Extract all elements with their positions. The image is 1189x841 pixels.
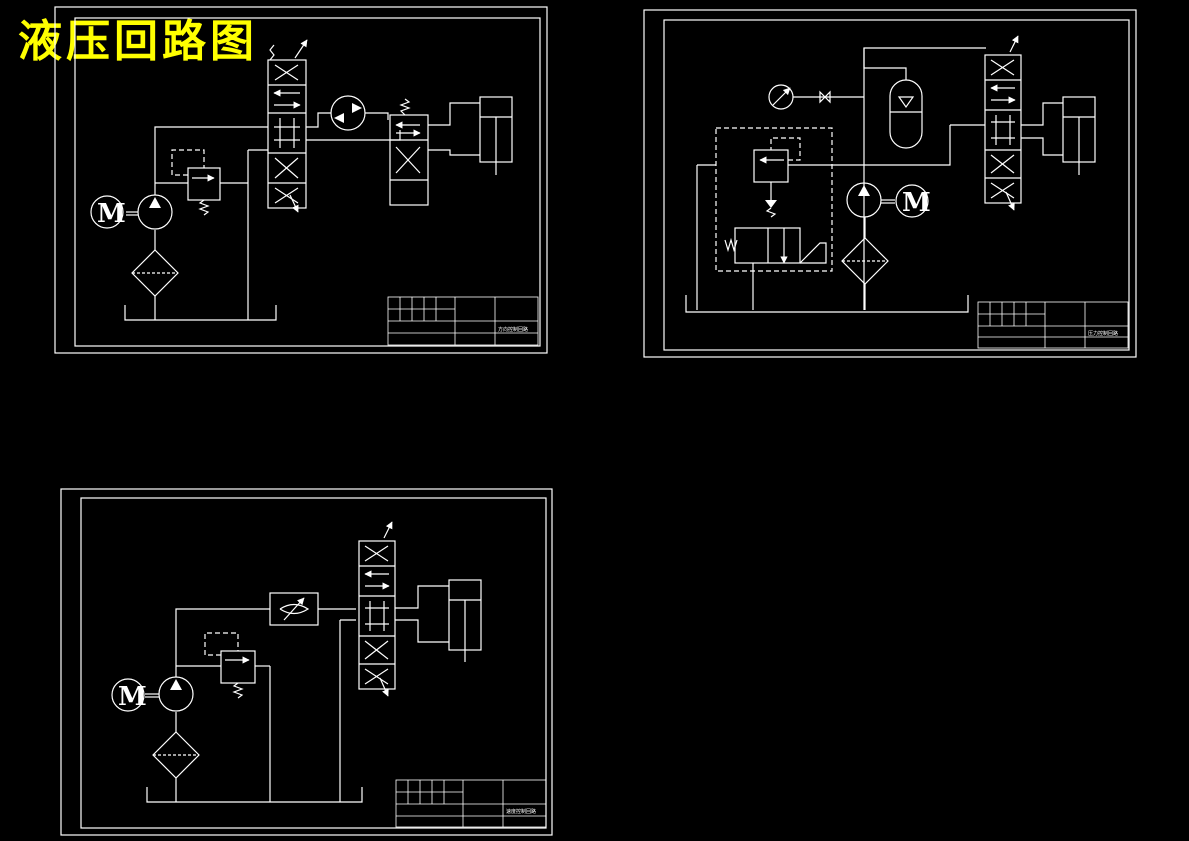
filter-icon: [152, 712, 200, 802]
hydraulic-motor-icon: [306, 95, 389, 131]
motor-icon: M: [111, 678, 147, 712]
tank-icon: [124, 305, 277, 321]
motor-icon: M: [895, 184, 931, 218]
sheet-3: M: [60, 488, 553, 836]
sheet-3-title-block: 速度控制回路: [395, 779, 547, 828]
sheet-2: M: [643, 9, 1137, 358]
relief-valve-icon: [204, 632, 270, 699]
sheet-1-outer-border: [54, 6, 548, 354]
sheet-2-drawing-name: 压力控制回路: [1088, 330, 1118, 337]
accumulator-icon: [863, 47, 986, 149]
page-title: 液压回路图: [18, 16, 258, 67]
unloading-valve-group: [715, 127, 833, 272]
sheet-1-title-block: 方向控制回路: [387, 296, 539, 346]
sheet-1-inner-border: [74, 17, 541, 347]
directional-valve-icon: [358, 521, 396, 697]
check-valve-icon: [724, 227, 827, 310]
pressure-gauge-icon: [768, 84, 864, 110]
sheet-3-outer-border: [60, 488, 553, 836]
motor-icon: M: [90, 195, 126, 229]
sheet-2-title-block: 压力控制回路: [977, 301, 1129, 349]
filter-icon: [131, 230, 179, 320]
sheet-1-drawing-name: 方向控制回路: [498, 326, 528, 333]
pump-icon: [126, 194, 173, 230]
sheet-2-inner-border: [663, 19, 1130, 351]
directional-valve-icon: [984, 35, 1022, 211]
directional-valve-icon: [267, 39, 308, 213]
relief-valve-icon: [753, 137, 864, 218]
svg-text:M: M: [97, 199, 126, 229]
pump-icon: [145, 676, 194, 712]
sheet-3-inner-border: [80, 497, 547, 829]
tank-icon: [146, 787, 363, 803]
cylinder-icon: [1021, 96, 1096, 175]
pump-icon: [846, 182, 895, 218]
throttle-valve-icon: [269, 592, 319, 626]
filter-icon: [841, 217, 889, 310]
sheet-2-outer-border: [643, 9, 1137, 358]
sheet-1: M: [54, 6, 548, 354]
svg-text:M: M: [902, 188, 931, 218]
tank-icon: [685, 295, 969, 313]
cylinder-icon: [428, 96, 513, 175]
sheet-3-drawing-name: 速度控制回路: [506, 808, 536, 815]
relief-valve-icon: [171, 149, 248, 216]
cylinder-icon: [395, 579, 482, 662]
pressure-line: [154, 126, 268, 195]
svg-text:M: M: [118, 682, 147, 712]
sequence-valve-icon: [389, 98, 429, 206]
